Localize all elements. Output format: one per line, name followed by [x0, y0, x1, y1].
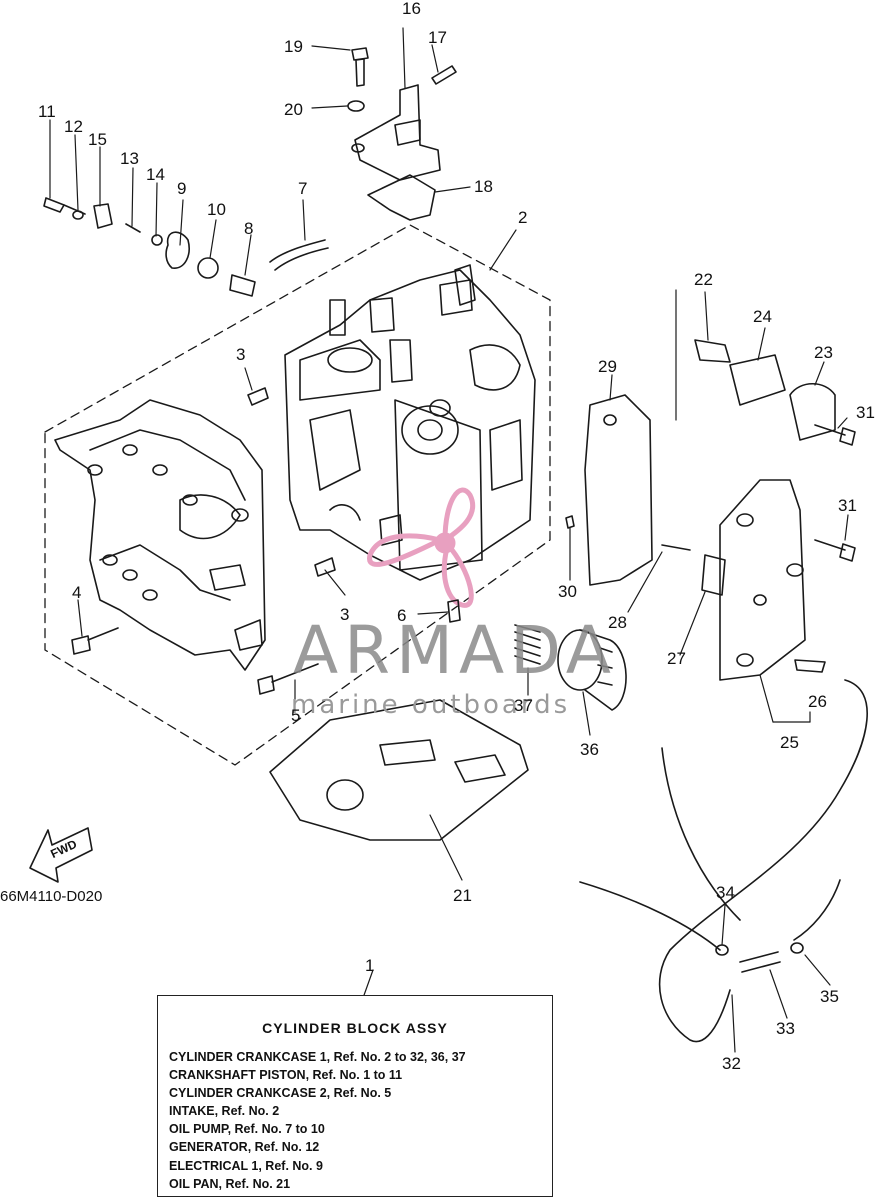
part-label-37: 37: [514, 696, 533, 715]
assembly-dashed-outline: [44, 224, 551, 766]
part-label-19: 19: [284, 37, 303, 56]
part-label-33: 33: [776, 1019, 795, 1038]
part-label-30: 30: [558, 582, 577, 601]
part-label-18: 18: [474, 177, 493, 196]
dowel-parts: [247, 387, 575, 623]
part-label-2: 2: [518, 208, 528, 227]
watermark-brand: ARMADA: [293, 612, 617, 689]
bolt-19-part: [351, 47, 369, 87]
oil-filter-36-part: [557, 629, 627, 711]
legend-line: CRANKSHAFT PISTON, Ref. No. 1 to 11: [169, 1068, 403, 1083]
part-label-24: 24: [753, 307, 772, 326]
legend-line: INTAKE, Ref. No. 2: [169, 1104, 280, 1119]
part-label-8: 8: [244, 219, 254, 238]
legend-line: OIL PAN, Ref. No. 21: [169, 1176, 291, 1191]
leader-lines: [49, 27, 849, 1053]
legend-title: CYLINDER BLOCK ASSY: [262, 1020, 448, 1036]
part-label-31b: 31: [838, 496, 857, 515]
spring-37-part: [514, 624, 541, 665]
watermark-propeller-icon: [367, 487, 476, 608]
hose-parts: [579, 679, 868, 1043]
part-label-31a: 31: [856, 403, 875, 422]
part-label-26: 26: [808, 692, 827, 711]
part-label-35: 35: [820, 987, 839, 1006]
part-label-27: 27: [667, 649, 686, 668]
cylinder-block-part: [284, 264, 536, 581]
legend-line: GENERATOR, Ref. No. 12: [169, 1140, 320, 1155]
part-label-3a: 3: [236, 345, 246, 364]
gasket-18-part: [367, 174, 436, 221]
sensor-22-part: [694, 339, 731, 363]
gasket-21-part: [269, 699, 529, 841]
part-label-1: 1: [365, 956, 375, 975]
part-label-9: 9: [177, 179, 187, 198]
bolt-5-part: [257, 663, 319, 695]
legend-line: OIL PUMP, Ref. No. 7 to 10: [169, 1122, 325, 1137]
part-label-16: 16: [402, 0, 421, 18]
legend-line: CYLINDER CRANKCASE 2, Ref. No. 5: [169, 1086, 392, 1101]
legend-line: ELECTRICAL 1, Ref. No. 9: [169, 1158, 323, 1173]
cover-25-part: [719, 479, 806, 681]
legend-lines: CYLINDER CRANKCASE 1, Ref. No. 2 to 32, …: [169, 1048, 466, 1193]
pin-17-part: [431, 65, 457, 85]
oil-pump-parts: [43, 197, 329, 297]
washer-20-part: [347, 100, 365, 112]
part-label-10: 10: [207, 200, 226, 219]
fittings-26-28-part: [661, 544, 826, 673]
legend-line: CYLINDER CRANKCASE 1, Ref. No. 2 to 32, …: [169, 1050, 466, 1064]
part-label-29: 29: [598, 357, 617, 376]
part-label-4: 4: [72, 583, 82, 602]
part-label-25: 25: [780, 733, 799, 752]
part-label-13: 13: [120, 149, 139, 168]
part-label-36: 36: [580, 740, 599, 759]
gasket-29-part: [584, 394, 653, 586]
bolt-31-parts: [814, 424, 856, 562]
thermostat-23-part: [789, 382, 836, 441]
part-label-22: 22: [694, 270, 713, 289]
bolt-4-part: [71, 627, 119, 655]
part-label-15: 15: [88, 130, 107, 149]
part-label-11: 11: [38, 102, 56, 121]
part-label-5: 5: [291, 706, 301, 725]
top-cover-part: [351, 84, 441, 181]
part-label-3b: 3: [340, 605, 350, 624]
part-label-20: 20: [284, 100, 303, 119]
part-label-17: 17: [428, 28, 447, 47]
watermark-tagline: marine outboards: [291, 690, 571, 720]
part-label-23: 23: [814, 343, 833, 362]
drawing-code: 66M4110-D020: [0, 888, 103, 905]
part-label-12: 12: [64, 117, 83, 136]
gasket-24-part: [729, 354, 786, 406]
part-label-7: 7: [298, 179, 308, 198]
part-label-21: 21: [453, 886, 472, 905]
part-label-14: 14: [146, 165, 165, 184]
part-label-34: 34: [716, 883, 735, 902]
fwd-arrow-icon: [29, 827, 93, 883]
part-label-32: 32: [722, 1054, 741, 1073]
part-label-28: 28: [608, 613, 627, 632]
assembly-legend-box: CYLINDER BLOCK ASSY CYLINDER CRANKCASE 1…: [157, 995, 553, 1197]
part-label-6: 6: [397, 606, 407, 625]
crankcase-2-part: [54, 399, 266, 671]
